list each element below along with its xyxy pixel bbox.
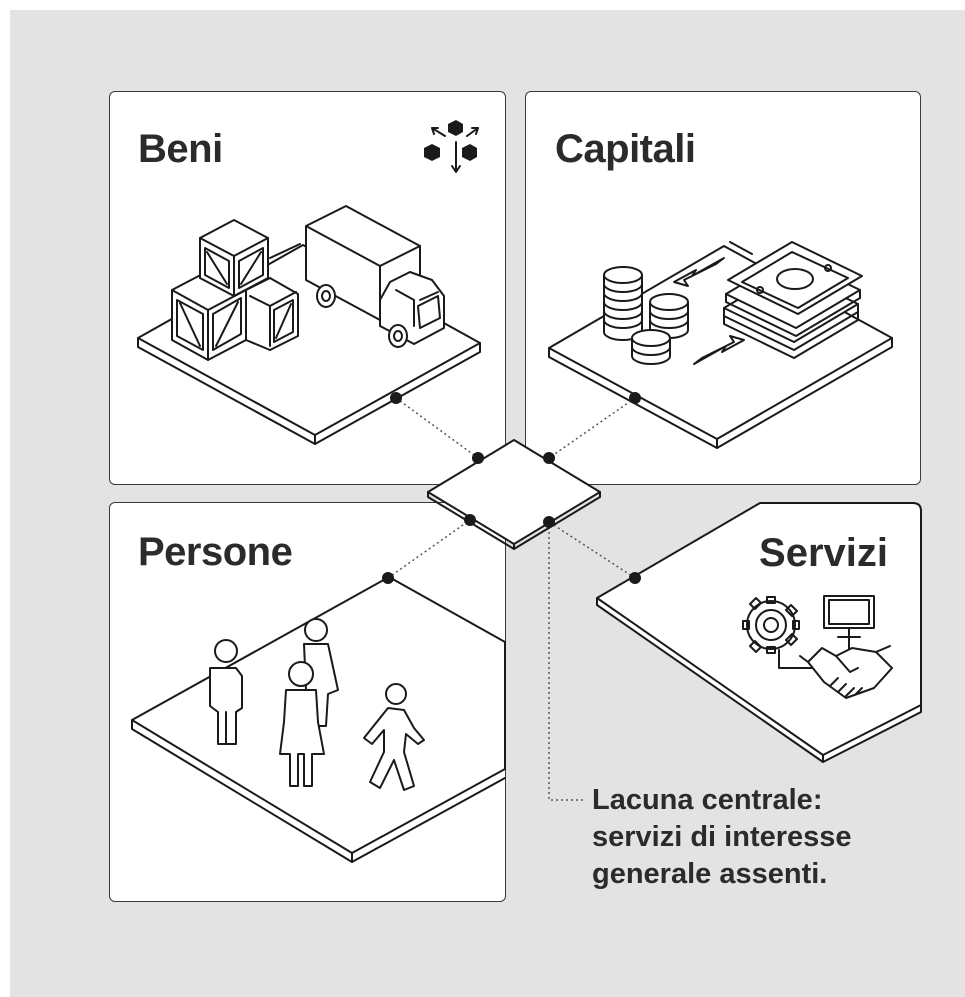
people-icon xyxy=(209,618,425,791)
panel-title-beni: Beni xyxy=(138,127,223,171)
connection-lines xyxy=(387,397,636,801)
truck-icon xyxy=(305,205,445,348)
central-gap-callout: Lacuna centrale: servizi di interesse ge… xyxy=(592,782,852,893)
panel-title-capitali: Capitali xyxy=(555,127,696,171)
panel-title-servizi: Servizi xyxy=(759,531,888,575)
arrow-right-icon xyxy=(693,335,745,365)
callout-line-3: generale assenti. xyxy=(592,858,828,890)
panel-title-persone: Persone xyxy=(138,530,293,574)
crate-truck-connector xyxy=(269,243,301,259)
central-gap-tile xyxy=(427,439,601,550)
coins-icon xyxy=(603,266,689,365)
callout-line-1: Lacuna centrale: xyxy=(592,784,823,816)
capitali-tick xyxy=(729,241,753,255)
monitor-icon xyxy=(823,595,875,650)
cubes-distribution-icon xyxy=(424,120,479,173)
connection-nodes xyxy=(382,392,641,584)
banknotes-icon xyxy=(723,241,863,359)
callout-line-2: servizi di interesse xyxy=(592,821,852,853)
handshake-icon xyxy=(799,645,893,699)
gear-icon xyxy=(742,596,800,654)
arrow-left-icon xyxy=(673,257,725,287)
connector-line xyxy=(778,649,821,669)
crates-icon xyxy=(171,219,299,361)
